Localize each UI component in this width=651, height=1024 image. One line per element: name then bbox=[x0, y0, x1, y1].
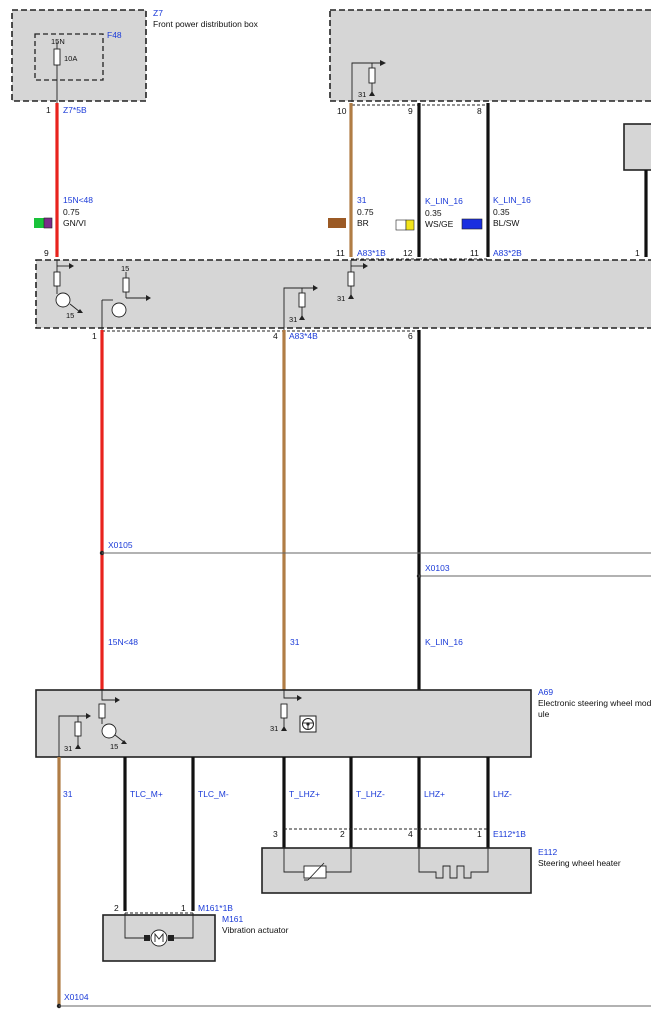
splice-x0103: X0103 bbox=[425, 563, 450, 573]
w3-swatch-b bbox=[405, 219, 415, 231]
a69-box bbox=[35, 689, 532, 758]
mid-black-label: K_LIN_16 bbox=[425, 637, 463, 647]
w2-gauge: 0.75 bbox=[357, 207, 374, 217]
tlc-plus-label: TLC_M+ bbox=[130, 789, 163, 799]
w4-color: BL/SW bbox=[493, 218, 519, 228]
w2-color: BR bbox=[357, 218, 369, 228]
e112-id: E112 bbox=[538, 847, 557, 857]
w4-gauge: 0.35 bbox=[493, 207, 510, 217]
w4-signal: K_LIN_16 bbox=[493, 195, 531, 205]
top-ground-label: 31 bbox=[358, 90, 366, 99]
z7-connector: Z7*5B bbox=[63, 105, 87, 115]
side-module-box bbox=[623, 123, 651, 171]
a69-ground-31-left: 31 bbox=[64, 744, 72, 753]
a69-resistor-1 bbox=[98, 703, 106, 719]
a83-pin-11b: 11 bbox=[470, 248, 479, 258]
top-pin-8: 8 bbox=[477, 106, 482, 116]
fuse-icon bbox=[53, 48, 61, 66]
a83-pin-11a: 11 bbox=[336, 248, 345, 258]
w3-swatch-a bbox=[395, 219, 407, 231]
z7-pin: 1 bbox=[46, 105, 51, 115]
a69-id: A69 bbox=[538, 687, 553, 697]
z7-id: Z7 bbox=[153, 8, 163, 18]
a83-connector-1b: A83*1B bbox=[357, 248, 386, 258]
top-control-unit-box bbox=[329, 9, 651, 102]
a83-resistor-3 bbox=[298, 292, 306, 308]
a83-resistor-4 bbox=[347, 271, 355, 287]
a83-transistor-2 bbox=[111, 302, 127, 318]
e112-pin-1: 1 bbox=[477, 829, 482, 839]
w2-swatch bbox=[328, 218, 346, 228]
m161-pin-1: 1 bbox=[181, 903, 186, 913]
resistor-icon bbox=[368, 67, 376, 84]
a83-ground-31-right: 31 bbox=[337, 294, 345, 303]
e112-name: Steering wheel heater bbox=[538, 858, 621, 868]
w1-gauge: 0.75 bbox=[63, 207, 80, 217]
e112-pin-2: 2 bbox=[340, 829, 345, 839]
fuse-rating: 10A bbox=[64, 54, 77, 63]
fuse-terminal-label: 15N bbox=[51, 37, 65, 46]
splice-x0105: X0105 bbox=[108, 540, 133, 550]
e112-pin-3: 3 bbox=[273, 829, 278, 839]
m161-name: Vibration actuator bbox=[222, 925, 289, 935]
a83-ground-31-mid: 31 bbox=[289, 315, 297, 324]
w3-gauge: 0.35 bbox=[425, 208, 442, 218]
w1-signal: 15N<48 bbox=[63, 195, 93, 205]
mid-red-label: 15N<48 bbox=[108, 637, 138, 647]
m161-connector: M161*1B bbox=[198, 903, 233, 913]
heater-element-icon bbox=[418, 848, 489, 879]
a83-ground-15-mid: 15 bbox=[121, 264, 129, 273]
a83-connector-2b: A83*2B bbox=[493, 248, 522, 258]
a69-ground-31-mid: 31 bbox=[270, 724, 278, 733]
top-pin-9: 9 bbox=[408, 106, 413, 116]
m161-pin-2: 2 bbox=[114, 903, 119, 913]
splice-x0104: X0104 bbox=[64, 992, 89, 1002]
top-pin-10: 10 bbox=[337, 106, 347, 116]
tlhz-minus-label: T_LHZ- bbox=[356, 789, 385, 799]
a83-resistor-1 bbox=[53, 271, 61, 287]
a83-connector-4b: A83*4B bbox=[289, 331, 318, 341]
a83-resistor-2 bbox=[122, 277, 130, 293]
e112-connector: E112*1B bbox=[493, 829, 526, 839]
w3-color: WS/GE bbox=[425, 219, 454, 229]
mid-brown-label: 31 bbox=[290, 637, 300, 647]
tlhz-plus-label: T_LHZ+ bbox=[289, 789, 320, 799]
tlc-minus-label: TLC_M- bbox=[198, 789, 229, 799]
ground-icon bbox=[369, 91, 375, 96]
w1-swatch-a bbox=[34, 218, 44, 228]
a69-name-2: ule bbox=[538, 709, 550, 719]
a69-ground-15: 15 bbox=[110, 742, 118, 751]
a69-ground-wire-label: 31 bbox=[63, 789, 73, 799]
a83-pin-1: 1 bbox=[635, 248, 640, 258]
z7-name: Front power distribution box bbox=[153, 19, 259, 29]
a83-pin-9: 9 bbox=[44, 248, 49, 258]
a83-pin-12: 12 bbox=[403, 248, 413, 258]
z7-box bbox=[11, 9, 147, 102]
a83-ground-15-left: 15 bbox=[66, 311, 74, 320]
a83-transistor-1 bbox=[55, 292, 71, 308]
w3-signal: K_LIN_16 bbox=[425, 196, 463, 206]
w1-swatch-b bbox=[43, 217, 53, 229]
a83-bottom-pin-4: 4 bbox=[273, 331, 278, 341]
w2-signal: 31 bbox=[357, 195, 367, 205]
w4-swatch bbox=[461, 218, 483, 230]
e112-box bbox=[261, 847, 532, 894]
lhz-plus-label: LHZ+ bbox=[424, 789, 445, 799]
a83-bottom-pin-1: 1 bbox=[92, 331, 97, 341]
a69-name-1: Electronic steering wheel mod bbox=[538, 698, 651, 708]
f48-fuse-box bbox=[34, 33, 104, 81]
w1-color: GN/VI bbox=[63, 218, 86, 228]
a69-resistor-3 bbox=[280, 703, 288, 719]
m161-id: M161 bbox=[222, 914, 244, 924]
lhz-minus-label: LHZ- bbox=[493, 789, 512, 799]
a69-resistor-2 bbox=[74, 721, 82, 737]
fuse-id: F48 bbox=[107, 30, 122, 40]
a69-transistor bbox=[101, 723, 117, 739]
motor-icon bbox=[150, 929, 168, 947]
a83-bottom-pin-6: 6 bbox=[408, 331, 413, 341]
e112-pin-4: 4 bbox=[408, 829, 413, 839]
